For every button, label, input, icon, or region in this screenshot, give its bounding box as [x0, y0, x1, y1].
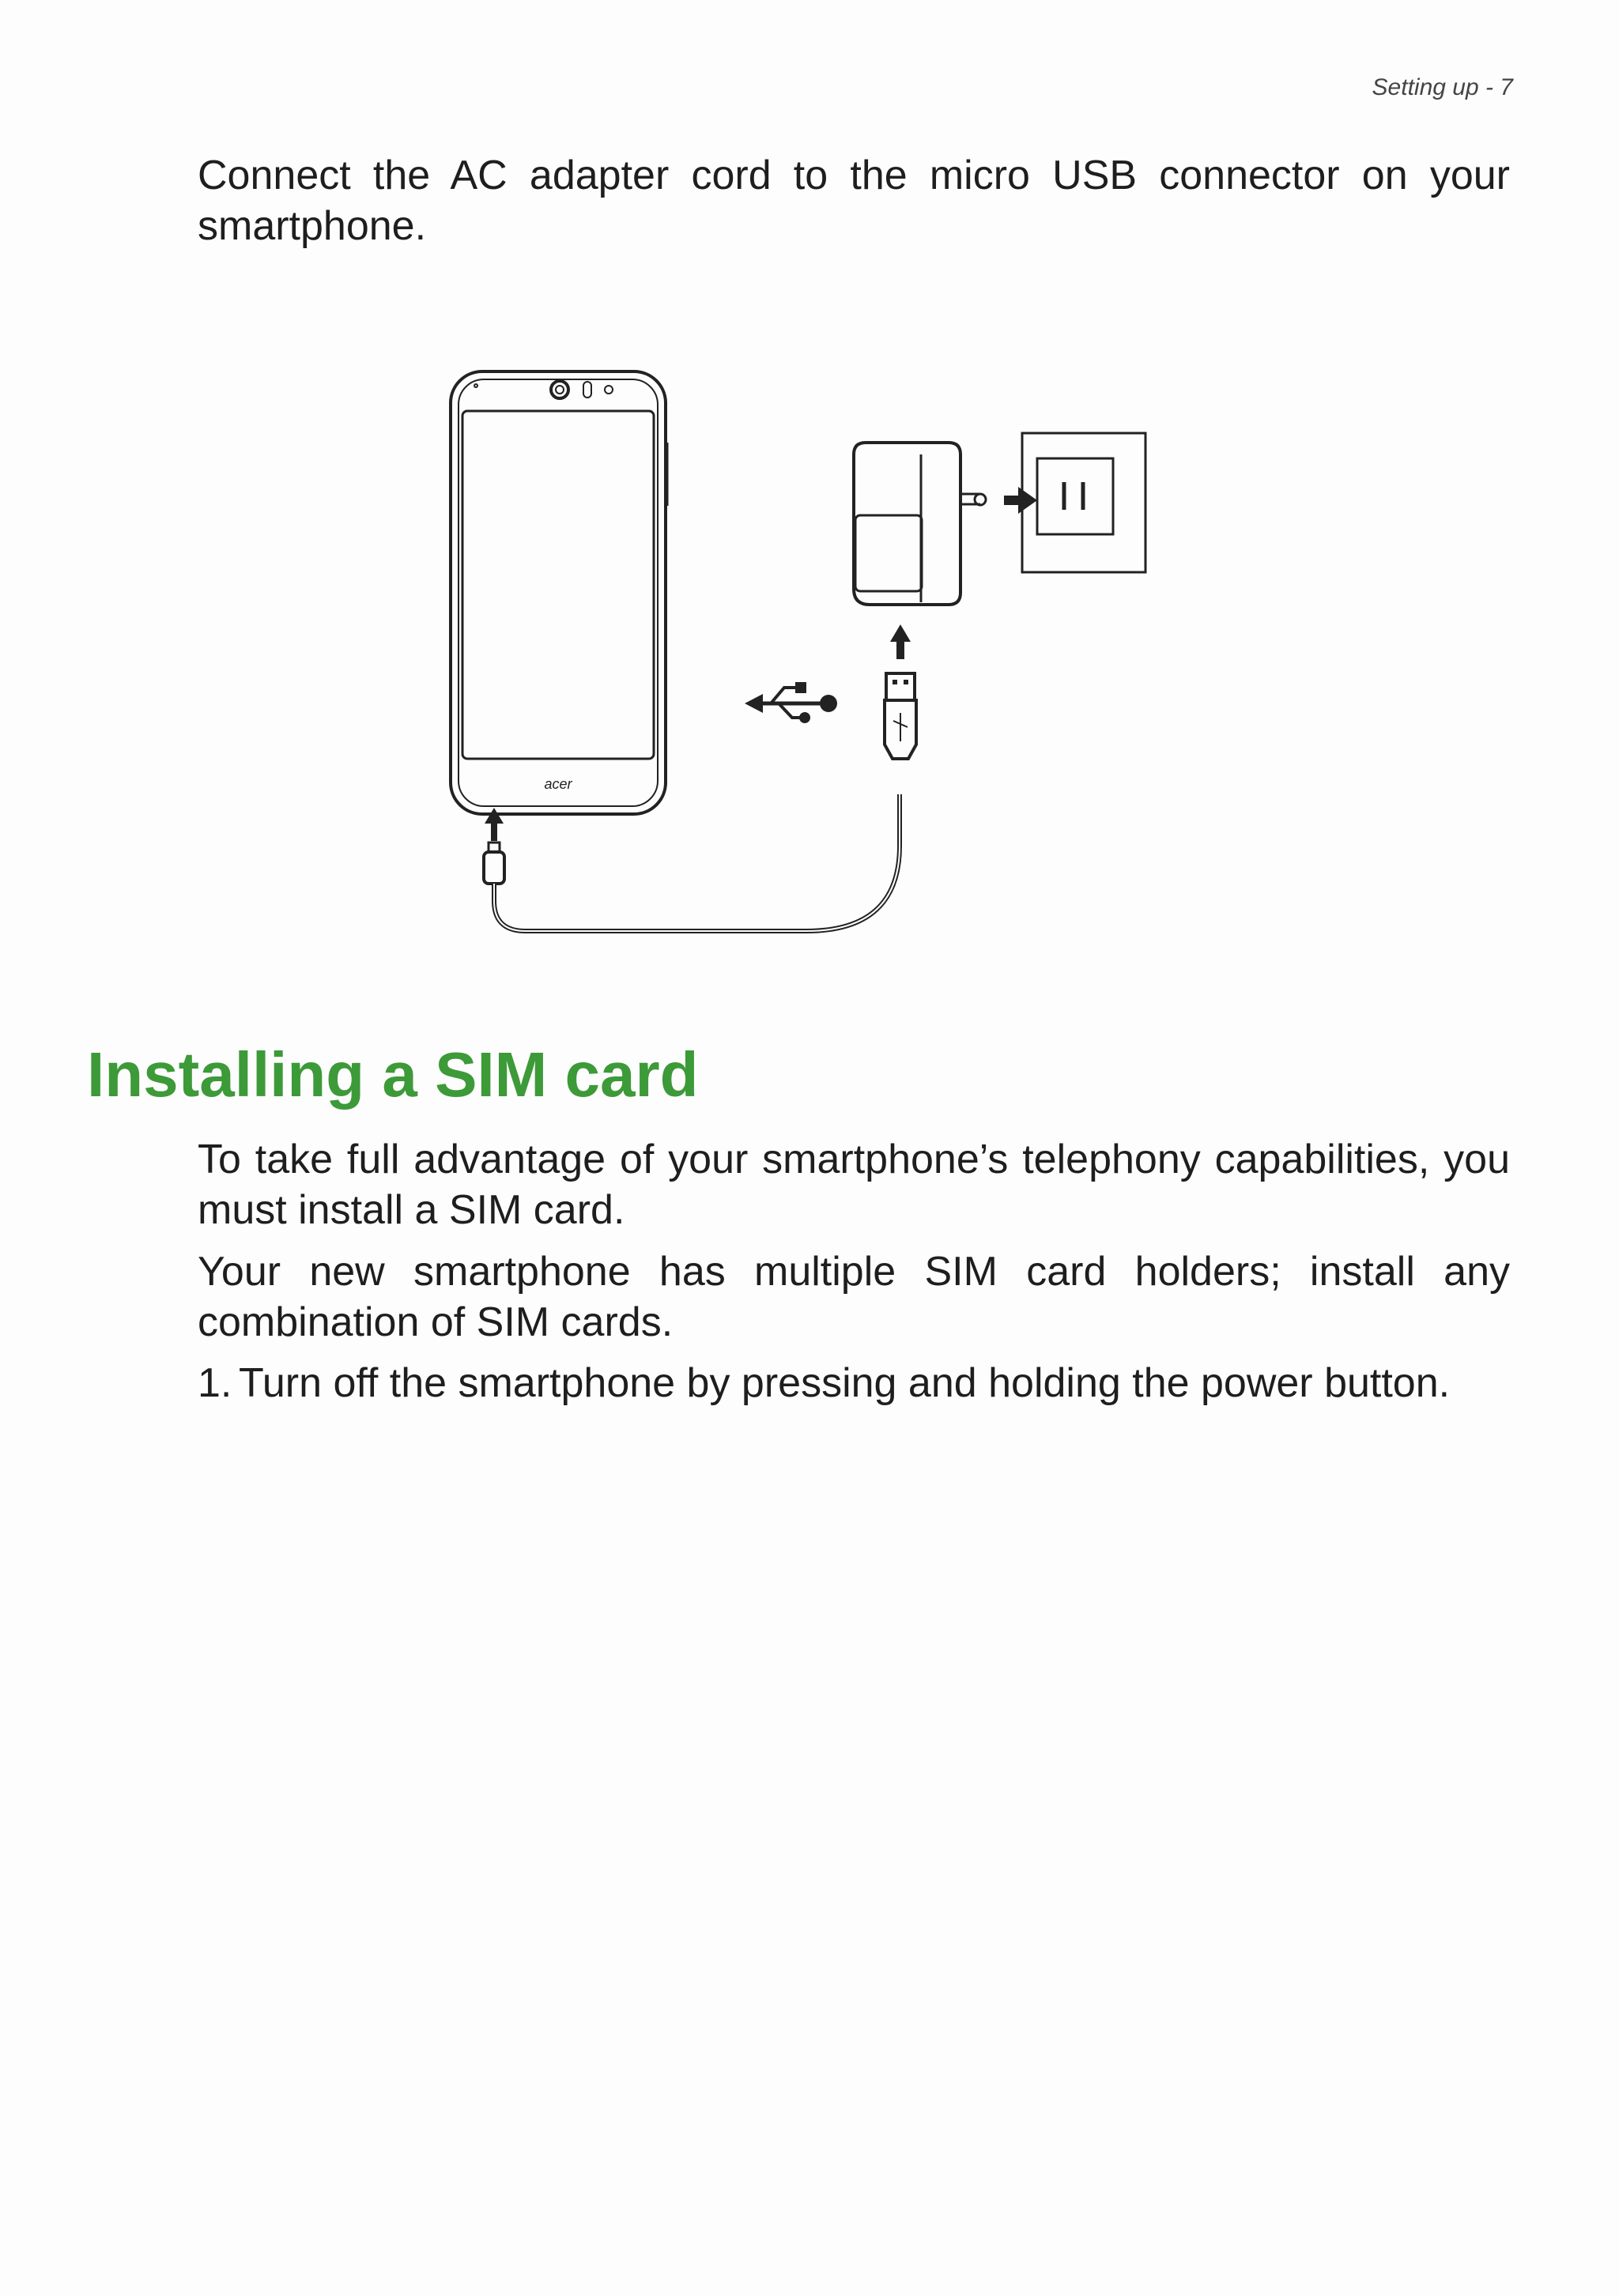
step-number: 1.: [198, 1360, 232, 1406]
arrow-up-phone-icon: [485, 808, 504, 841]
wall-outlet-illustration: [1021, 432, 1147, 574]
intro-paragraph: Connect the AC adapter cord to the micro…: [198, 153, 1510, 249]
usb-a-plug-icon: [883, 672, 918, 760]
arrow-right-outlet-icon: [1004, 487, 1037, 514]
page-header: Setting up - 7: [1372, 74, 1513, 100]
smartphone-illustration: [449, 370, 669, 816]
phone-logo: acer: [544, 776, 572, 792]
ac-adapter-illustration: [852, 441, 987, 606]
arrow-up-adapter-icon: [890, 624, 911, 659]
section-paragraph: To take full advantage of your smartphon…: [198, 1137, 1510, 1233]
micro-usb-plug-icon: [482, 841, 506, 885]
usb-symbol-icon: [745, 682, 837, 723]
step-text: Turn off the smartphone by pressing and …: [239, 1360, 1451, 1406]
step-item: 1. Turn off the smartphone by pressing a…: [198, 1358, 1450, 1408]
charging-illustration: acer: [449, 370, 1147, 933]
section-title: Installing a SIM card: [87, 1039, 699, 1110]
section-paragraph: Your new smartphone has multiple SIM car…: [198, 1249, 1510, 1345]
